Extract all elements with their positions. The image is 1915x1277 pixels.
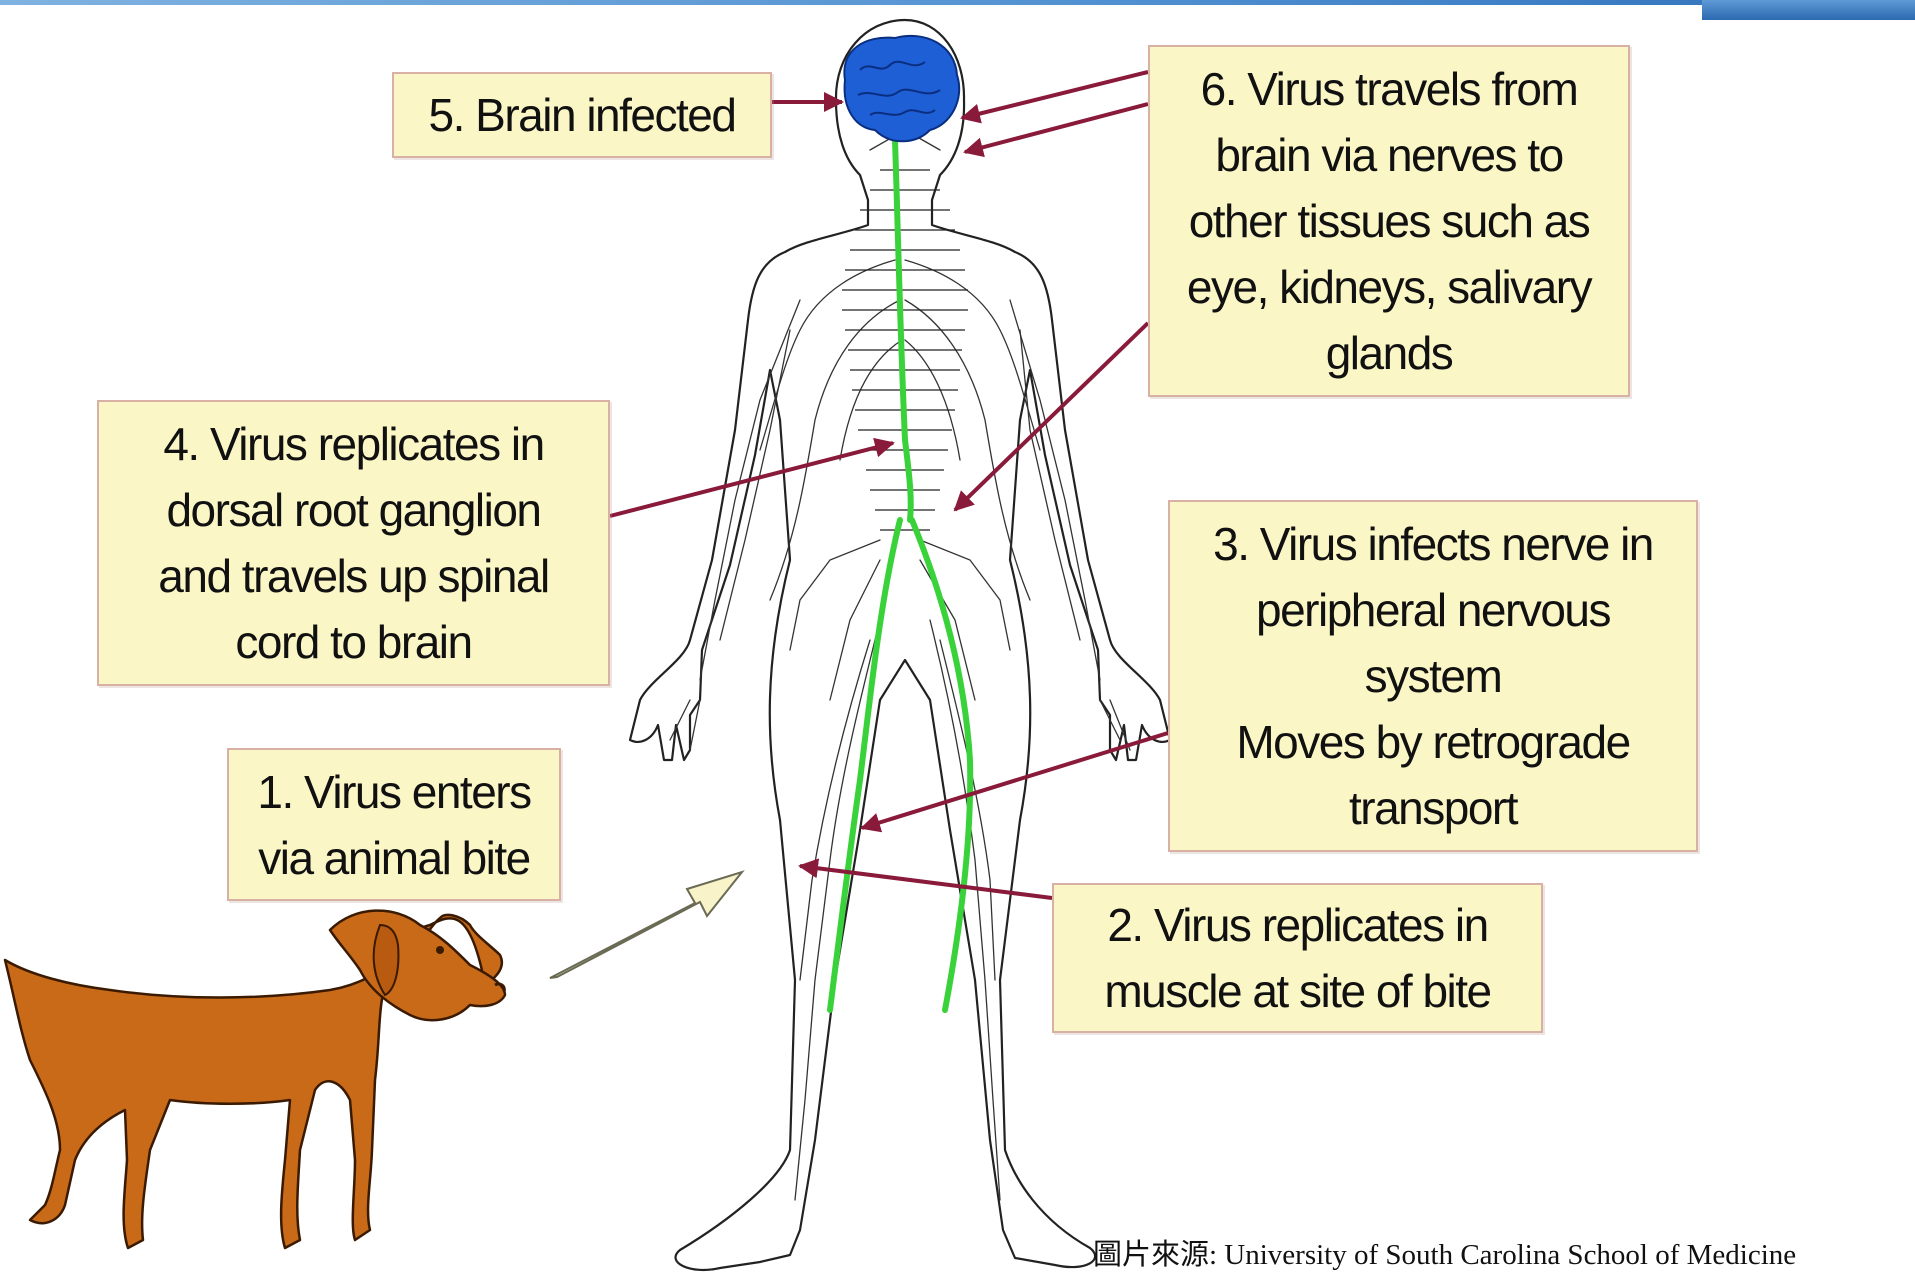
label-line: 2. Virus replicates in [1107, 892, 1487, 958]
label-line: muscle at site of bite [1104, 958, 1490, 1024]
bite-entry-arrow [550, 872, 742, 978]
label-infects-peripheral-nerve: 3. Virus infects nerve in peripheral ner… [1168, 500, 1698, 852]
label-line: system [1365, 643, 1502, 709]
label-line: 6. Virus travels from [1201, 56, 1578, 122]
label-line: glands [1326, 320, 1453, 386]
arrow-peripheral-nerve [862, 733, 1168, 828]
pointer-arrows [610, 72, 1168, 898]
label-line: dorsal root ganglion [166, 477, 540, 543]
label-replicates-dorsal-root: 4. Virus replicates in dorsal root gangl… [97, 400, 610, 686]
label-line: 1. Virus enters [257, 759, 530, 825]
label-brain-infected-text: 5. Brain infected [429, 82, 736, 148]
label-line: eye, kidneys, salivary [1187, 254, 1591, 320]
label-line: Moves by retrograde [1236, 709, 1629, 775]
label-line: peripheral nervous [1256, 577, 1610, 643]
label-line: 3. Virus infects nerve in [1213, 511, 1653, 577]
label-virus-enters: 1. Virus enters via animal bite [227, 748, 561, 901]
label-line: brain via nerves to [1215, 122, 1562, 188]
arrow-dorsal-root [610, 443, 893, 516]
label-line: via animal bite [258, 825, 530, 891]
label-line: 4. Virus replicates in [163, 411, 543, 477]
label-brain-infected: 5. Brain infected [392, 72, 772, 158]
image-source-credit: 圖片來源: University of South Carolina Schoo… [1093, 1231, 1796, 1273]
label-line: and travels up spinal [158, 543, 548, 609]
label-virus-travels-from-brain: 6. Virus travels from brain via nerves t… [1148, 45, 1630, 397]
label-line: transport [1349, 775, 1517, 841]
label-replicates-muscle: 2. Virus replicates in muscle at site of… [1052, 883, 1543, 1033]
label-line: cord to brain [235, 609, 471, 675]
brain-icon [844, 36, 959, 141]
label-line: other tissues such as [1189, 188, 1590, 254]
spinal-nerve-branches [842, 170, 968, 530]
dog-figure [5, 911, 505, 1248]
